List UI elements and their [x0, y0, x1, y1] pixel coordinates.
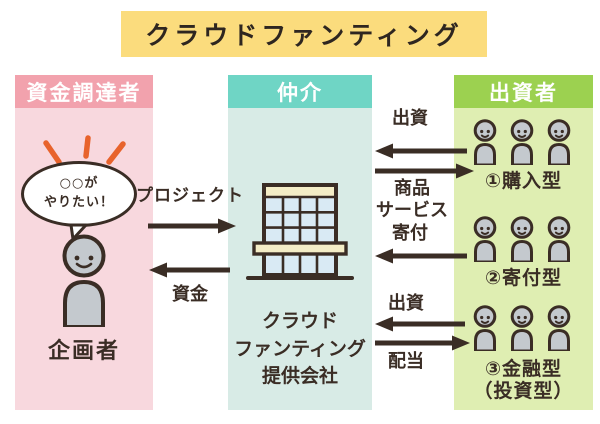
flow-label-dividend: 配当	[388, 351, 424, 372]
flow-label-investment-bottom: 出資	[388, 293, 424, 314]
arrow-project-right-icon	[148, 218, 236, 234]
intermediary-header: 仲介	[228, 75, 372, 108]
investors-column: 出資者 ①購入型 ②寄付型 ③金融型 （投資型）	[454, 75, 593, 410]
arrow-goods-right-icon	[375, 163, 474, 179]
financial-investors-group-icon	[473, 305, 571, 351]
arrow-donation-left-icon	[375, 248, 467, 264]
investor-type-financial-sub: （投資型）	[473, 380, 574, 402]
flow-label-goods-line2: サービス	[376, 200, 448, 221]
investors-header: 出資者	[454, 75, 593, 108]
purchase-investors-group-icon	[473, 119, 571, 165]
company-name-line3: 提供会社	[261, 365, 338, 388]
bubble-text-line2: やりたい！	[43, 195, 114, 210]
arrow-investment-top-left-icon	[375, 143, 467, 159]
speech-bubble: ○○が やりたい！	[21, 161, 137, 227]
arrow-dividend-right-icon	[375, 335, 470, 351]
planner-label: 企画者	[47, 339, 120, 364]
bubble-text-line1: ○○が	[59, 176, 99, 192]
speech-bubble-tail-icon	[69, 223, 88, 241]
flow-label-project: プロジェクト	[136, 186, 244, 206]
arrow-fund-left-icon	[149, 262, 230, 278]
flow-label-goods-line1: 商品	[394, 178, 430, 199]
company-name-line1: クラウド	[261, 310, 338, 332]
company-name-line2: ファンティング	[234, 337, 366, 360]
page-title: クラウドファンティング	[121, 11, 487, 57]
fundraiser-header: 資金調達者	[15, 75, 153, 108]
flow-label-donation: 寄付	[392, 223, 428, 244]
arrow-investment-bottom-left-icon	[375, 316, 465, 332]
flow-label-investment-top: 出資	[392, 108, 428, 129]
donation-investors-group-icon	[473, 216, 571, 262]
intermediary-column: 仲介 クラウド ファンティ	[228, 75, 372, 410]
planner-person-icon	[62, 234, 106, 327]
fundraiser-column: 資金調達者 ○○が やりたい！ 企画者	[15, 75, 153, 410]
investor-type-financial: ③金融型	[484, 358, 563, 380]
company-name: クラウド ファンティング 提供会社	[228, 308, 372, 391]
investor-type-donation: ②寄付型	[484, 267, 563, 289]
excitement-rays-icon	[43, 135, 126, 165]
building-icon	[246, 183, 354, 280]
investor-type-purchase: ①購入型	[484, 170, 563, 192]
flow-label-fund: 資金	[172, 284, 208, 305]
